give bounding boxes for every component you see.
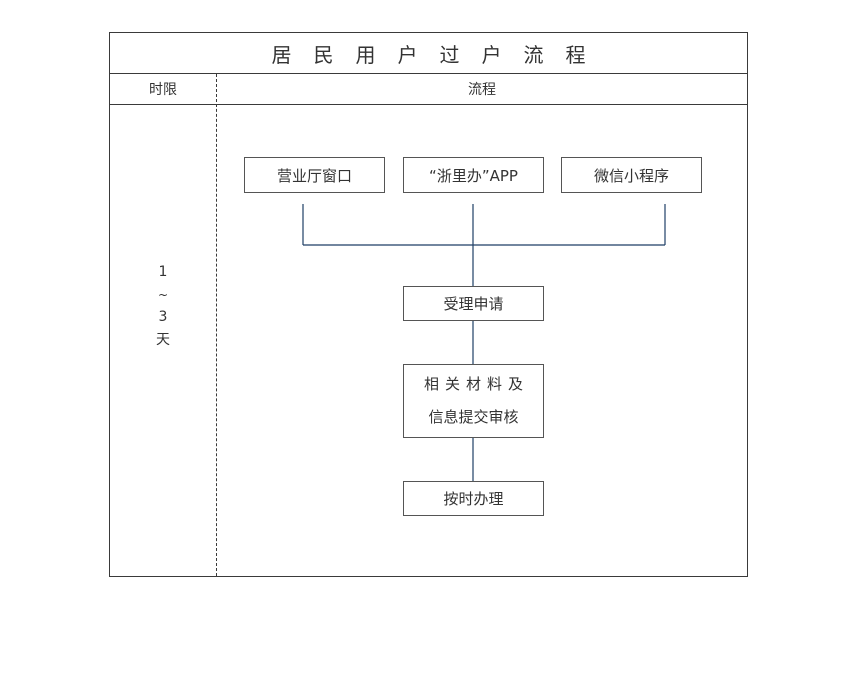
time-limit-start: 1: [158, 264, 168, 280]
channel-zheliban-app: “浙里办”APP: [403, 157, 544, 193]
time-limit-unit: 天: [156, 332, 170, 348]
time-limit-end: 3: [158, 309, 168, 325]
process-header: 流程: [468, 82, 496, 98]
table-header-row: 时限 流程: [110, 74, 747, 105]
step-submit-review-line1: 相关材料及: [423, 375, 529, 393]
column-divider: [216, 74, 217, 576]
step-handle-on-time: 按时办理: [403, 481, 544, 516]
time-limit-tilde: ~: [157, 288, 169, 302]
time-limit-header: 时限: [149, 82, 177, 98]
channel-service-hall: 营业厅窗口: [244, 157, 385, 193]
time-limit-value: 1 ~ 3 天: [110, 261, 216, 352]
process-table: 居民用户过户流程 时限 流程 1 ~ 3 天: [109, 32, 748, 577]
page-title: 居民用户过户流程: [110, 33, 747, 74]
step-accept-application: 受理申请: [403, 286, 544, 321]
step-submit-review-line2: 信息提交审核: [428, 408, 519, 426]
step-submit-review: 相关材料及 信息提交审核: [403, 364, 544, 438]
channel-wechat-miniprogram: 微信小程序: [561, 157, 702, 193]
